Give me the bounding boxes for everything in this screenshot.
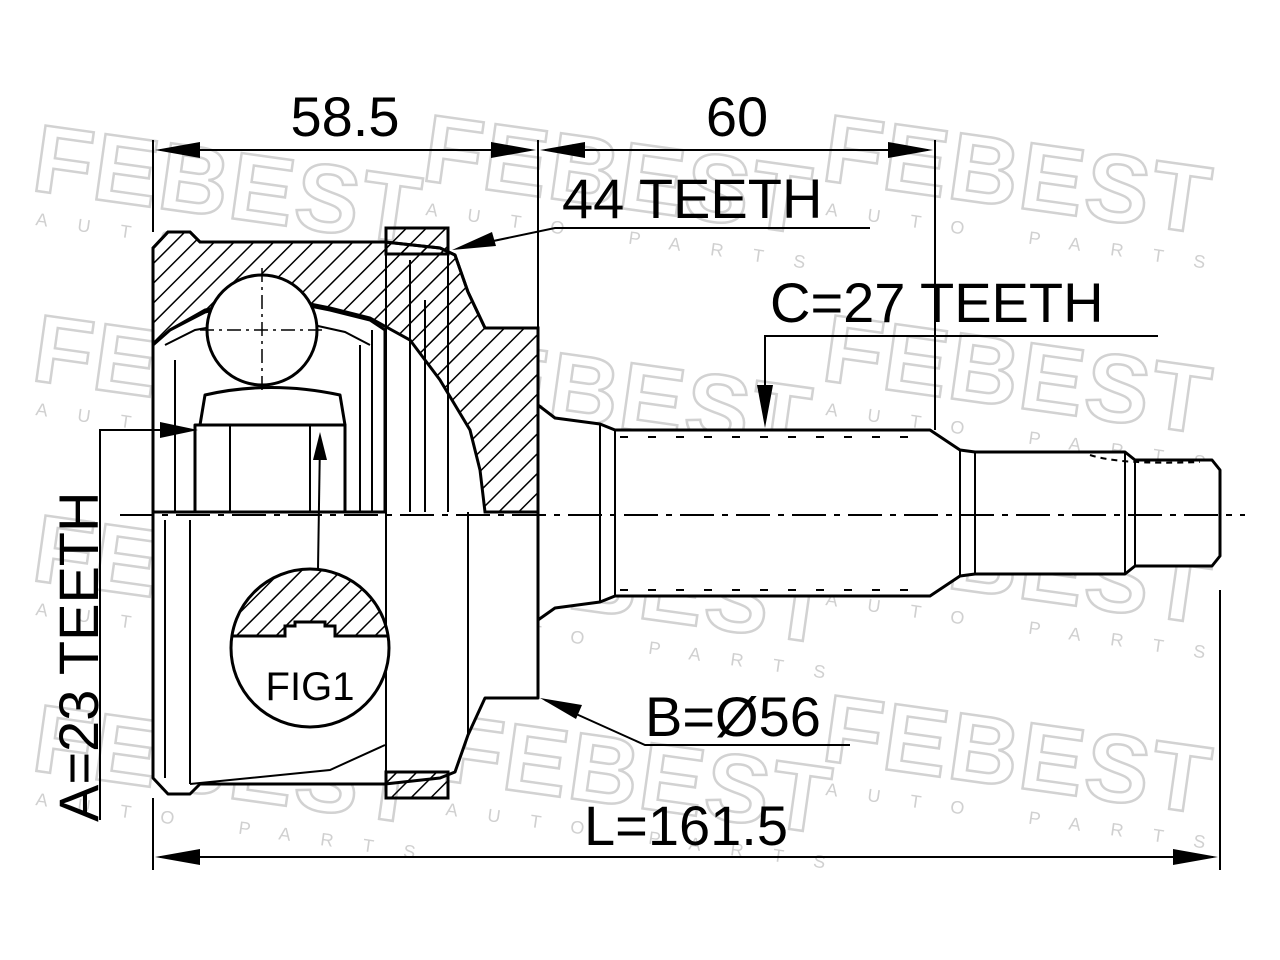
dim-60: 60 <box>706 85 768 148</box>
ball <box>200 268 324 392</box>
housing-lower-details <box>152 512 469 785</box>
label-44-teeth: 44 TEETH <box>562 167 822 230</box>
label-c-27-teeth: C=27 TEETH <box>770 271 1104 334</box>
fig1-label: FIG1 <box>266 665 355 709</box>
label-b-diameter: B=Ø56 <box>645 685 821 748</box>
stub-shaft <box>536 403 1222 622</box>
label-a-23-teeth: A=23 TEETH <box>47 492 110 822</box>
dim-total-length: L=161.5 <box>584 794 788 857</box>
dim-58-5: 58.5 <box>291 85 400 148</box>
dimensions: 58.5 60 44 TEETH C=27 TEETH B=Ø56 A=23 T… <box>47 85 1221 870</box>
fig1-detail: FIG1 <box>229 432 391 729</box>
outer-gear-ring <box>384 226 450 800</box>
